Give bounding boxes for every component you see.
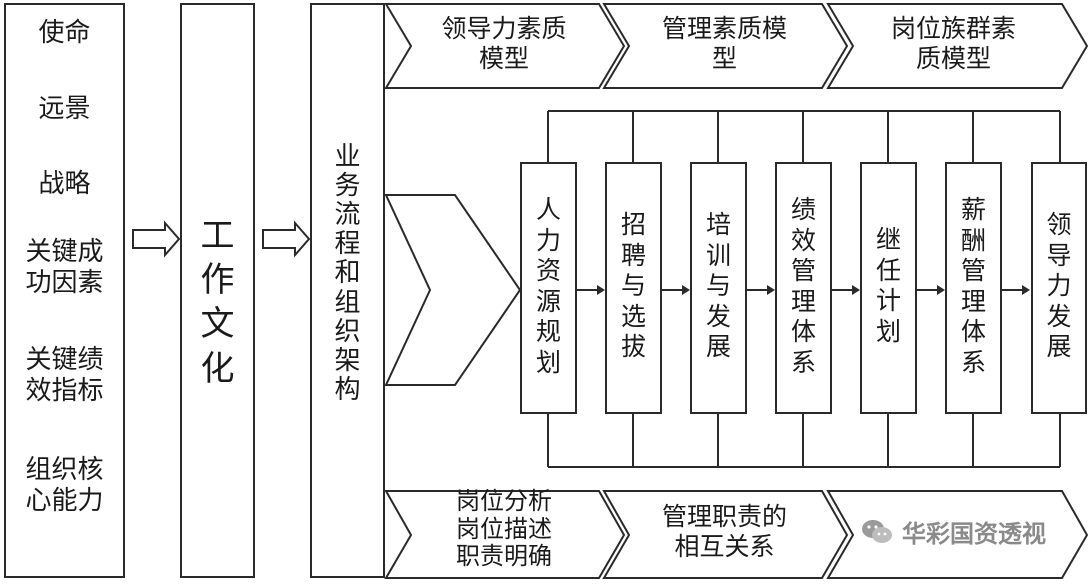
bottom-chevron-2 xyxy=(602,490,849,579)
hr-box-leadership-development xyxy=(1031,162,1087,414)
bottom-chevron-label-management-relations: 管理职责的 相互关系 xyxy=(661,502,787,561)
top-chevron-label-management-model: 管理素质模 型 xyxy=(661,14,787,73)
hr-label-performance: 绩效管理体系 xyxy=(790,195,816,377)
hollow-arrow-2 xyxy=(262,220,311,258)
watermark-text: 华彩国资透视 xyxy=(902,520,1046,548)
top-chevron-2 xyxy=(602,3,849,89)
business-process-box xyxy=(310,3,385,578)
hollow-arrow-1 xyxy=(132,220,181,258)
hr-label-succession: 继任计划 xyxy=(875,225,901,346)
hr-label-compensation: 薪酬管理体系 xyxy=(960,195,986,377)
hr-box-training xyxy=(690,162,747,414)
work-culture-label: 工作文化 xyxy=(200,216,235,389)
watermark: 华彩国资透视 xyxy=(860,514,1046,549)
business-process-label: 业务流程和组织架构 xyxy=(334,142,361,405)
hr-box-performance xyxy=(775,162,832,414)
left-item-vision: 远景 xyxy=(38,94,91,124)
bottom-chevron-label-job-analysis: 岗位分析 岗位描述 职责明确 xyxy=(456,487,552,571)
bottom-chevron-3 xyxy=(826,490,1088,579)
hr-label-leadership-development: 领导力发展 xyxy=(1046,210,1072,361)
hr-box-compensation xyxy=(945,162,1002,414)
large-chevron xyxy=(384,194,522,386)
work-culture-box xyxy=(180,3,255,578)
hr-label-recruiting: 招聘与选拔 xyxy=(620,210,646,361)
hr-box-recruiting xyxy=(605,162,662,414)
top-chevron-3 xyxy=(826,3,1088,89)
left-item-key-success-factors: 关键成 功因素 xyxy=(25,237,104,299)
top-chevron-label-job-family-model: 岗位族群素 质模型 xyxy=(890,14,1016,73)
top-chevron-1 xyxy=(384,3,626,89)
top-chevron-label-leadership-model: 领导力素质 模型 xyxy=(441,14,567,73)
left-item-core-competence: 组织核 心能力 xyxy=(25,455,104,517)
hr-label-training: 培训与发展 xyxy=(705,210,731,361)
wechat-icon xyxy=(862,519,892,543)
bottom-chevron-1 xyxy=(384,490,626,579)
left-column-box xyxy=(4,3,125,578)
left-item-mission: 使命 xyxy=(38,18,91,48)
hr-label-planning: 人力资源规划 xyxy=(535,195,561,377)
hr-box-planning xyxy=(520,162,577,414)
left-item-kpi: 关键绩 效指标 xyxy=(25,345,104,407)
hr-box-succession xyxy=(860,162,917,414)
left-item-strategy: 战略 xyxy=(38,169,91,199)
